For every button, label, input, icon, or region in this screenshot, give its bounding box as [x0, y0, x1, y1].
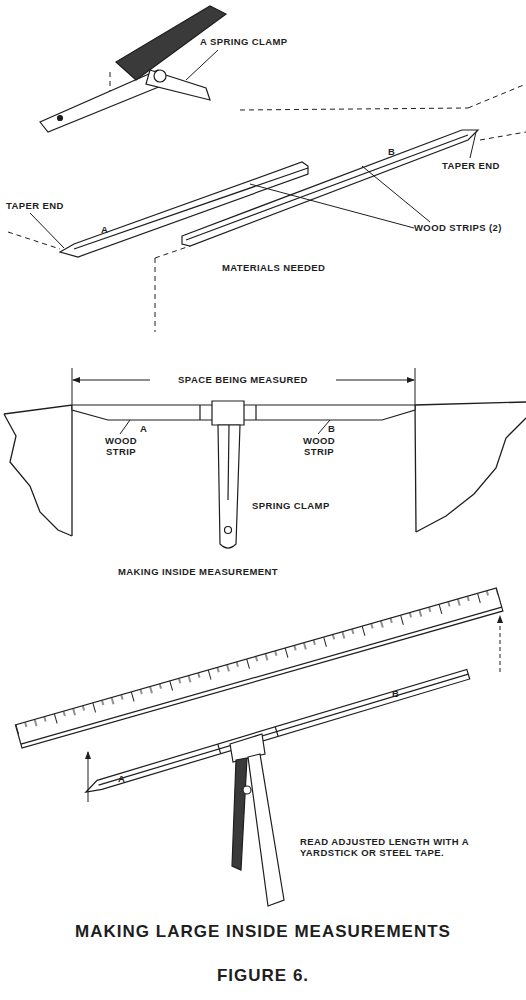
end-arrows [88, 616, 500, 802]
part-letter: A [118, 773, 125, 784]
instruction-note: READ ADJUSTED LENGTH WITH A YARDSTICK OR… [300, 836, 490, 858]
clamp-hole [58, 116, 63, 121]
dashed-line [155, 258, 156, 332]
part-label: WOOD STRIPS (2) [414, 222, 502, 233]
dashed-line [240, 108, 468, 110]
clamp-spring [243, 786, 251, 794]
panel-caption: MATERIALS NEEDED [222, 262, 325, 273]
leader-line [120, 420, 130, 434]
part-letter: B [328, 423, 335, 434]
figure-title: MAKING LARGE INSIDE MEASUREMENTS [0, 922, 526, 942]
part-letter: A [140, 423, 147, 434]
part-letter: B [392, 688, 399, 699]
wood-strip [84, 669, 470, 794]
leader-lines [30, 50, 476, 248]
part-letter: A [101, 224, 108, 235]
part-label: A SPRING CLAMP [200, 36, 288, 47]
leader-line [186, 50, 218, 80]
dimension-label: SPACE BEING MEASURED [166, 374, 320, 385]
ruler-body [15, 588, 502, 748]
leader-line [362, 166, 430, 222]
break-line [4, 414, 72, 536]
dimension-line [336, 380, 414, 381]
leader-line [250, 184, 414, 228]
leader-lines [120, 420, 330, 434]
dimension [72, 368, 415, 404]
wood-strip [60, 162, 308, 257]
yardstick [15, 588, 502, 748]
joined-strips [84, 669, 470, 794]
wall [415, 402, 526, 532]
part-letter: B [388, 146, 395, 157]
ruler-scale [15, 588, 499, 737]
dashed-line [468, 84, 526, 108]
dimension-line [73, 380, 150, 381]
break-line [416, 418, 526, 532]
leader-line [470, 132, 476, 158]
part-label: TAPER END [6, 200, 64, 211]
spring-clamp [40, 6, 226, 132]
wood-strips [60, 130, 478, 257]
clamp-handle [218, 425, 240, 548]
part-label: WOOD STRIP [294, 435, 344, 457]
clamp-jaw [212, 401, 244, 425]
wall [4, 405, 72, 536]
dashed-line [480, 132, 526, 140]
part-label: WOOD STRIP [96, 435, 146, 457]
clamp-handle [248, 754, 284, 906]
walls [4, 402, 526, 536]
strip-edge [97, 669, 470, 789]
clamp-hole [225, 527, 232, 534]
strip-in-place [72, 401, 415, 548]
leader-line [30, 213, 64, 248]
clamp-line [228, 425, 229, 500]
extension-line [415, 368, 416, 404]
clamp-handle [232, 758, 247, 870]
dashed-line [155, 246, 190, 258]
part-label: TAPER END [442, 160, 500, 171]
clamp-jaw [146, 70, 210, 100]
extension-line [72, 368, 73, 404]
arrow [500, 616, 501, 672]
figure-number: FIGURE 6. [0, 966, 526, 986]
panel-caption: MAKING INSIDE MEASUREMENT [118, 566, 278, 577]
part-label: SPRING CLAMP [252, 500, 330, 511]
dashed-line [8, 232, 60, 249]
clamp-spring [154, 70, 166, 82]
ruler-edge [21, 607, 502, 744]
strip-edge [74, 168, 308, 249]
arrow [88, 752, 89, 802]
spring-clamp [230, 734, 284, 906]
